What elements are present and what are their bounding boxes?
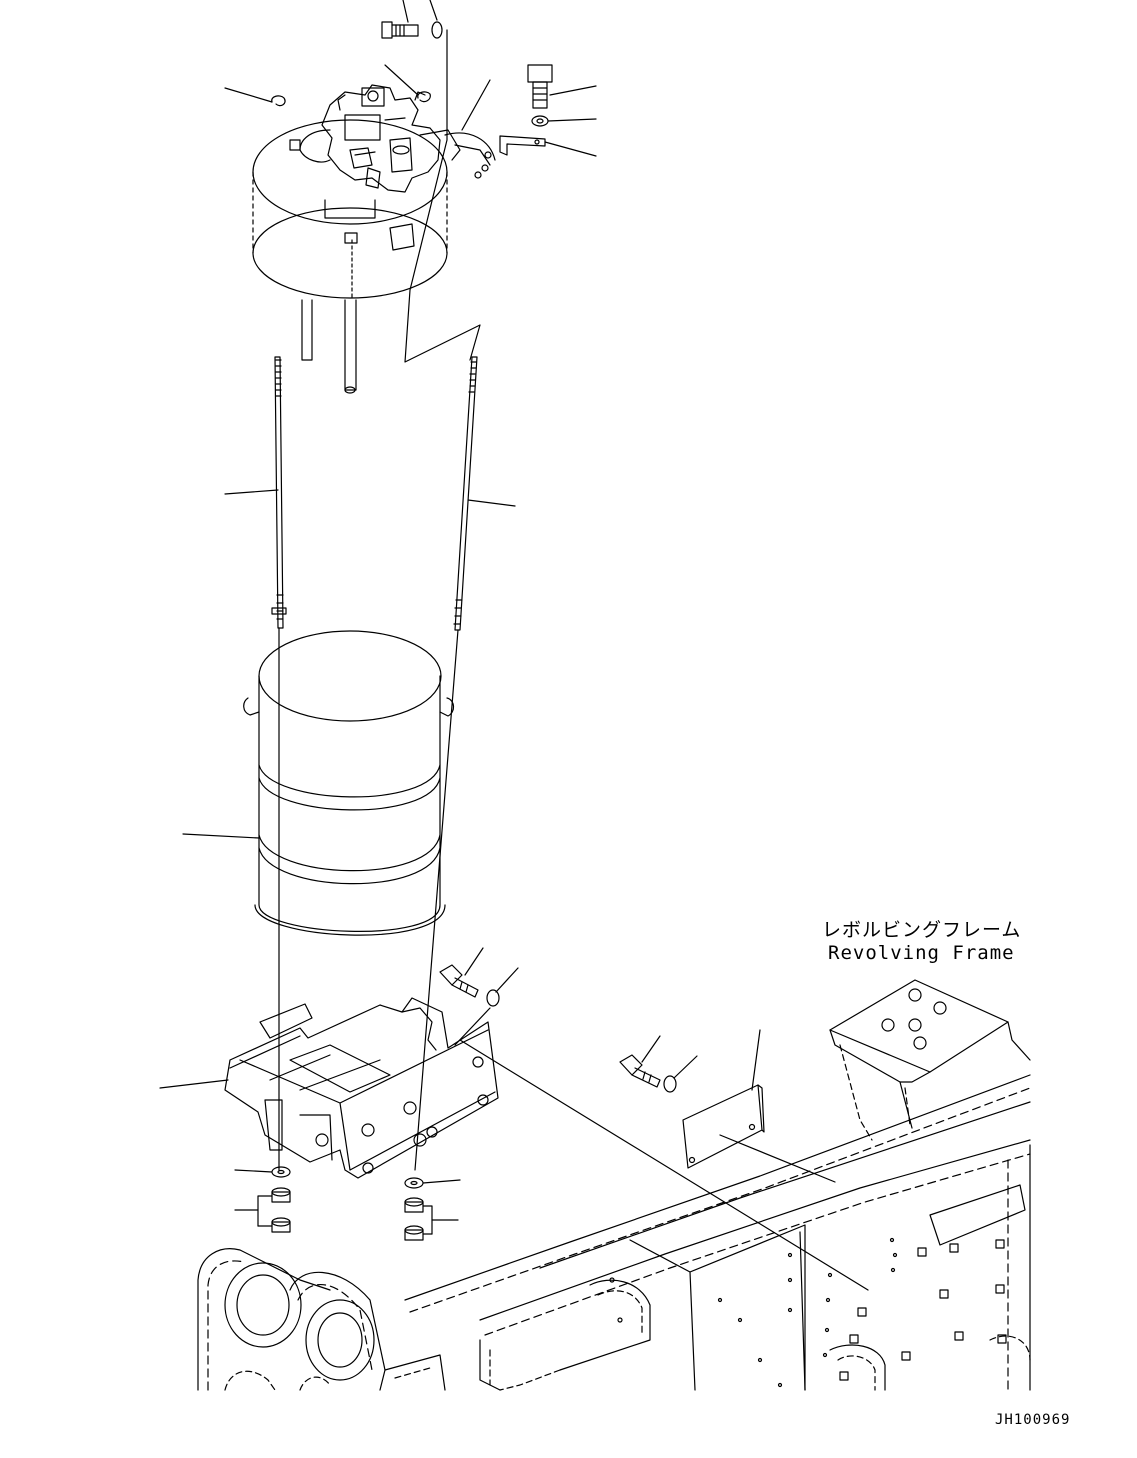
valve-assembly: [290, 85, 495, 192]
leader-line: [752, 1030, 760, 1090]
bracket-washer: [487, 990, 499, 1006]
leader-line: [430, 0, 437, 20]
leader-line: [160, 1080, 228, 1088]
lower-washer-left: [272, 1167, 290, 1177]
tie-rod-left: [272, 357, 286, 628]
small-clip: [385, 65, 430, 102]
leader-line: [465, 948, 483, 975]
cover-bolt: [620, 1055, 660, 1087]
leader-line: [235, 1170, 272, 1172]
top-washer: [432, 22, 442, 38]
revolving-frame-label-en: Revolving Frame: [828, 942, 1015, 964]
break-line: [405, 30, 480, 362]
drawing-number: JH100969: [995, 1412, 1071, 1428]
lower-nuts-right: [405, 1198, 423, 1240]
leader-line: [403, 0, 408, 22]
leader-line: [674, 1056, 697, 1078]
bracket-bolt: [440, 965, 478, 997]
lower-washer-right: [405, 1178, 423, 1188]
leader-line: [462, 80, 490, 130]
alignment-line: [415, 630, 458, 1170]
alignment-line: [455, 1008, 490, 1045]
tank-cap-plate: [253, 120, 447, 393]
top-bolt: [382, 22, 418, 38]
leader-line: [423, 1206, 458, 1220]
revolving-frame-label-jp: レボルビングフレーム: [822, 919, 1022, 941]
small-clip: [225, 88, 285, 106]
cover-plate: [683, 1085, 764, 1168]
clip-bracket: [500, 136, 545, 155]
alignment-line: [720, 1135, 835, 1182]
top-bolt: [528, 65, 552, 108]
leader-line: [183, 834, 259, 838]
cover-washer: [664, 1076, 676, 1092]
leader-line: [496, 968, 518, 992]
tank-bracket: [225, 998, 498, 1178]
leader-line: [550, 86, 596, 95]
leader-line: [225, 490, 278, 494]
leader-line: [423, 1180, 460, 1183]
tank-cylinder: [244, 631, 454, 935]
leader-line: [235, 1196, 272, 1210]
tie-rod-right: [454, 357, 477, 630]
leader-line: [642, 1036, 660, 1062]
top-washer: [532, 116, 548, 126]
leader-line: [468, 500, 515, 506]
leader-line: [545, 142, 596, 156]
lower-nuts-left: [272, 1188, 290, 1232]
revolving-frame: [198, 980, 1030, 1390]
alignment-line: [460, 1040, 868, 1290]
leader-line: [548, 119, 596, 121]
